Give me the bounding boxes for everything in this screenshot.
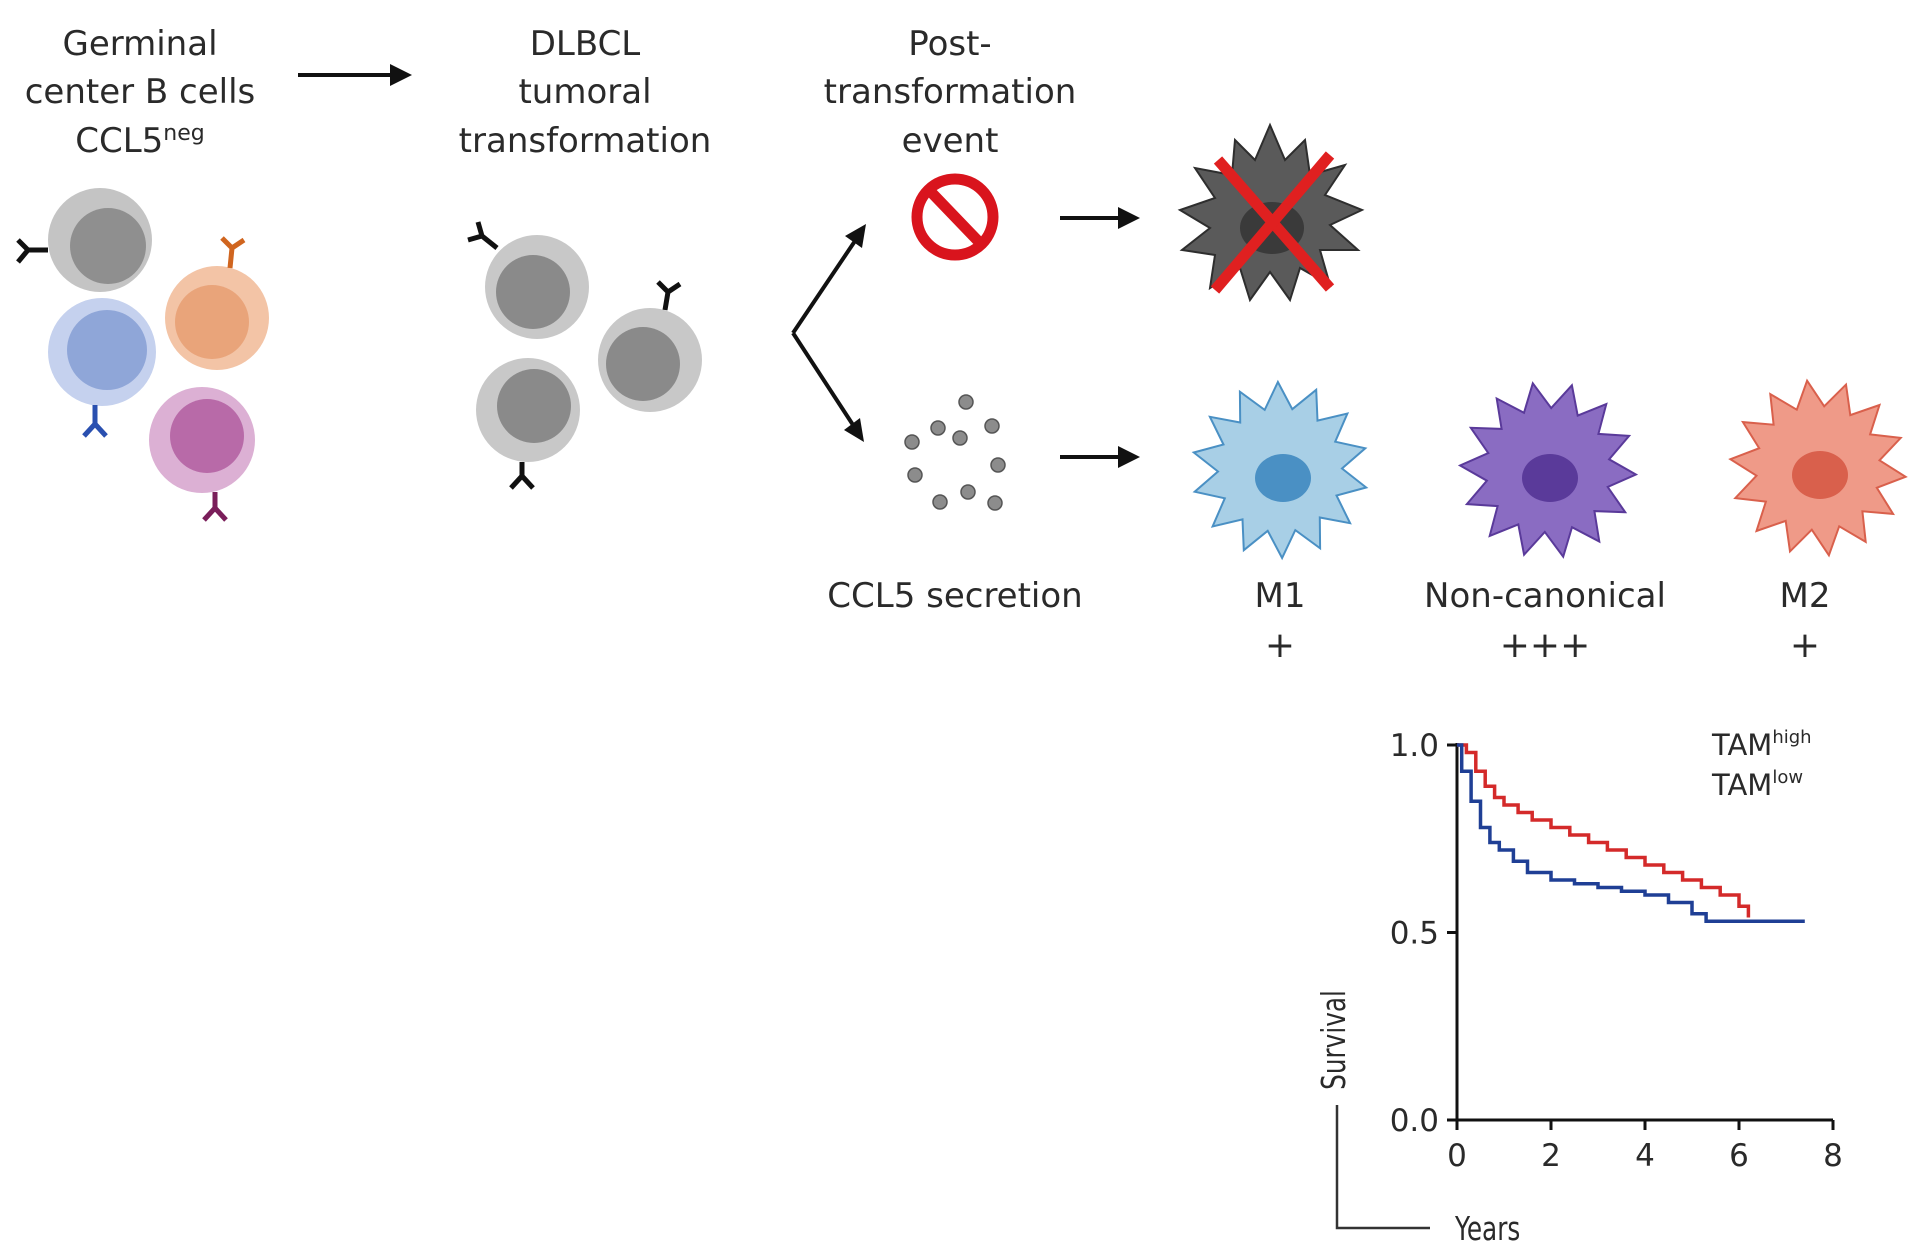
chart-series	[1457, 743, 1805, 923]
macrophage-m2-name: M2	[1780, 576, 1831, 616]
legend-item-low: TAMlow	[1711, 767, 1803, 802]
y-tick-label: 0.5	[1390, 916, 1439, 952]
stage-dlbcl-line3: transformation	[459, 121, 712, 161]
b-cell-orange	[165, 236, 269, 370]
b-cell-blue	[48, 298, 156, 438]
stage-post-line2: transformation	[824, 72, 1077, 112]
x-tick-label: 2	[1541, 1138, 1561, 1174]
antibody-icon	[656, 280, 682, 311]
tumor-cell	[467, 221, 589, 339]
crossed-out-macrophage-icon	[1177, 122, 1365, 303]
axis-bracket	[1335, 1105, 1430, 1230]
stage-post-line1: Post-	[908, 24, 991, 64]
y-tick-label: 1.0	[1390, 728, 1439, 764]
y-tick-label: 0.0	[1390, 1103, 1439, 1139]
b-cell-magenta	[149, 387, 255, 522]
series-line-low	[1457, 743, 1805, 923]
macrophage-m2-nucleus	[1792, 451, 1848, 499]
tumor-cell	[476, 358, 580, 490]
ccl5-dots-icon	[904, 394, 1006, 511]
macrophage-m1-name: M1	[1255, 576, 1306, 616]
antibody-icon	[467, 221, 499, 250]
x-tick-label: 4	[1635, 1138, 1655, 1174]
x-axis-label: Years	[1454, 1209, 1520, 1247]
stage-post-line3: event	[902, 121, 999, 161]
macrophage-m1-level: +	[1265, 625, 1295, 666]
stage-dlbcl-line2: tumoral	[518, 72, 651, 112]
tumor-cell	[598, 280, 702, 412]
b-cell-gray	[16, 188, 152, 292]
macrophage-noncanonical-name: Non-canonical	[1424, 576, 1666, 616]
arrow-icon	[1060, 207, 1140, 229]
stage-germinal-line3: CCL5neg	[75, 121, 205, 161]
stage-germinal-label: Germinal center B cells CCL5neg	[25, 24, 256, 161]
stage-dlbcl-label: DLBCL tumoral transformation	[459, 24, 712, 161]
stage-germinal-line1: Germinal	[62, 24, 217, 64]
stage-dlbcl-line1: DLBCL	[530, 24, 641, 64]
prohibited-icon	[911, 173, 999, 261]
macrophage-m2-level: +	[1790, 625, 1820, 666]
arrow-icon	[298, 64, 412, 86]
antibody-icon	[202, 492, 228, 522]
branch-arrows	[791, 224, 866, 442]
macrophage-noncanonical-nucleus	[1522, 454, 1578, 502]
macrophage-m1: M1 +	[1191, 379, 1369, 666]
legend-item-high: TAMhigh	[1711, 727, 1812, 762]
germinal-center-cells	[16, 188, 269, 522]
tumor-cells	[467, 221, 702, 490]
antibody-icon	[16, 238, 48, 264]
antibody-icon	[220, 236, 246, 269]
y-axis-label: Survival	[1314, 990, 1352, 1090]
macrophage-noncanonical-level: +++	[1500, 625, 1591, 666]
arrow-icon	[1060, 446, 1140, 468]
stage-germinal-line2: center B cells	[25, 72, 256, 112]
antibody-icon	[82, 405, 108, 438]
x-tick-label: 8	[1823, 1138, 1843, 1174]
antibody-icon	[509, 462, 535, 490]
series-line-high	[1457, 743, 1751, 918]
macrophage-m1-nucleus	[1255, 454, 1311, 502]
x-tick-label: 0	[1447, 1138, 1467, 1174]
x-tick-label: 6	[1729, 1138, 1749, 1174]
ccl5-secretion-label: CCL5 secretion	[827, 576, 1082, 616]
macrophage-m2: M2 +	[1728, 378, 1908, 666]
macrophage-noncanonical: Non-canonical +++	[1424, 381, 1666, 666]
stage-post-label: Post- transformation event	[824, 24, 1077, 161]
